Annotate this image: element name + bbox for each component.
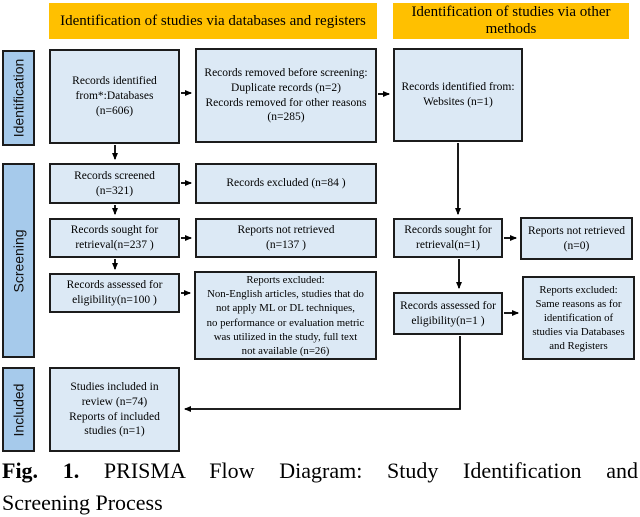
stage-included: Included <box>2 367 35 452</box>
stage-identification: Identification <box>2 50 35 146</box>
box-reports-excluded-databases: Reports excluded: Non-English articles, … <box>194 271 377 360</box>
stage-identification-label: Identification <box>10 58 27 138</box>
figure-caption-line2: Screening Process <box>2 490 163 516</box>
prisma-flow-diagram: { "colors": { "header_bg": "#FFC000", "b… <box>2 3 638 516</box>
box-reports-not-retrieved-databases: Reports not retrieved (n=137 ) <box>195 218 377 258</box>
box-records-identified-websites: Records identified from: Websites (n=1) <box>393 48 523 142</box>
figure-caption-text: PRISMA Flow Diagram: Study Identificatio… <box>103 458 638 483</box>
box-records-removed: Records removed before screening: Duplic… <box>195 48 377 143</box>
figure-caption-number: Fig. 1. <box>2 458 80 483</box>
stage-screening: Screening <box>2 163 35 358</box>
stage-included-label: Included <box>10 383 27 436</box>
box-records-excluded: Records excluded (n=84 ) <box>195 163 377 204</box>
box-reports-excluded-other: Reports excluded: Same reasons as for id… <box>522 276 635 360</box>
box-records-assessed-databases: Records assessed for eligibility(n=100 ) <box>49 273 180 313</box>
box-records-sought-other: Records sought for retrieval(n=1) <box>393 218 503 258</box>
header-other-methods: Identification of studies via other meth… <box>393 3 629 39</box>
box-reports-not-retrieved-other: Reports not retrieved (n=0) <box>520 217 633 260</box>
header-databases-registers: Identification of studies via databases … <box>49 3 377 39</box>
figure-caption-line1: Fig. 1. PRISMA Flow Diagram: Study Ident… <box>2 458 638 484</box>
box-records-identified-databases: Records identified from*:Databases (n=60… <box>49 49 180 144</box>
box-records-screened: Records screened (n=321) <box>49 163 180 204</box>
box-records-assessed-other: Records assessed for eligibility(n=1 ) <box>393 292 503 335</box>
box-studies-included: Studies included in review (n=74) Report… <box>49 367 180 452</box>
box-records-sought-databases: Records sought for retrieval(n=237 ) <box>49 218 180 258</box>
stage-screening-label: Screening <box>10 228 27 293</box>
figure-caption: Fig. 1. PRISMA Flow Diagram: Study Ident… <box>2 458 638 517</box>
